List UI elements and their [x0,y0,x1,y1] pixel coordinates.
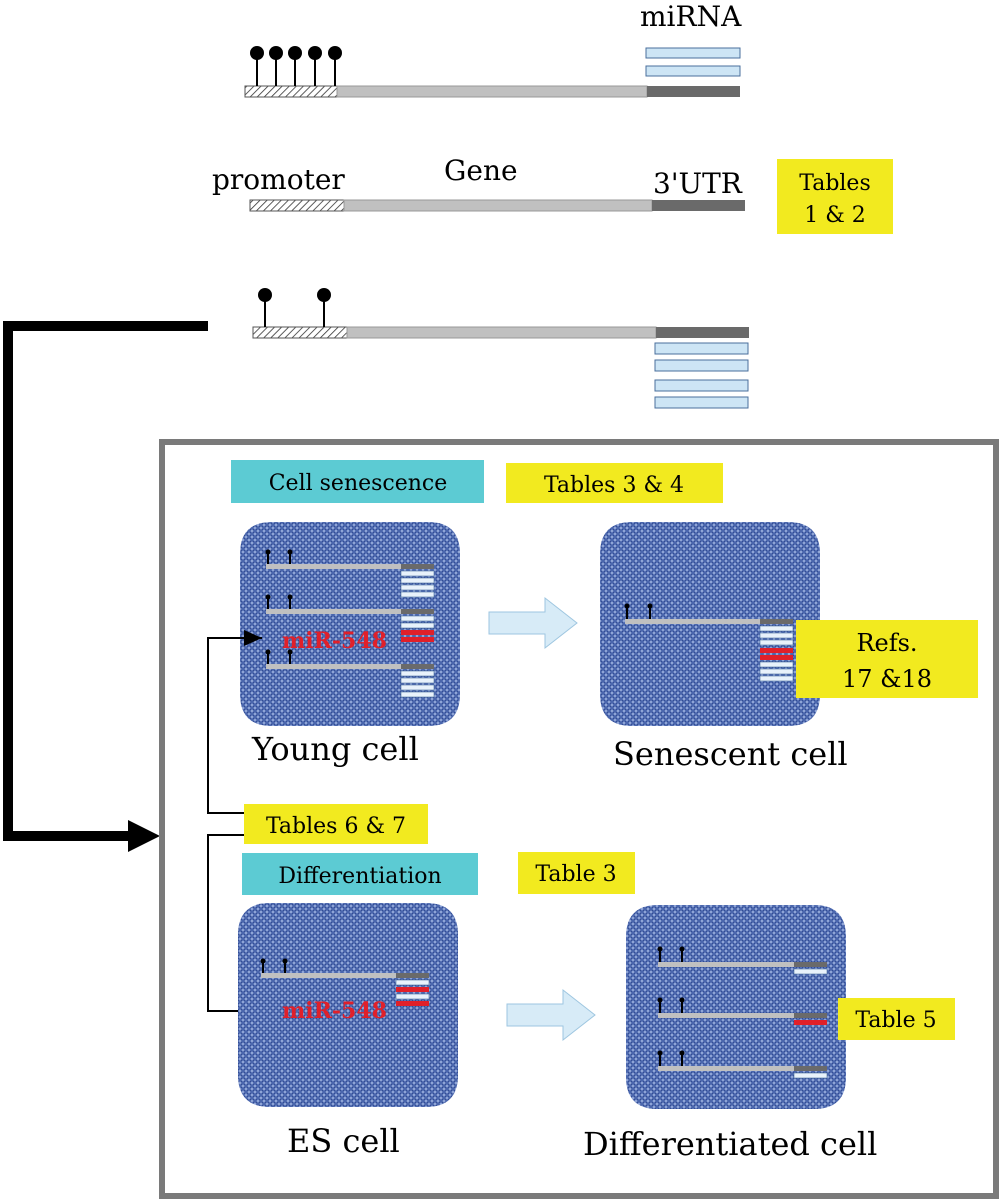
gene-methylated-light [252,288,749,409]
methylation-marks [250,46,342,86]
mirna-bar [645,47,741,59]
promoter-label: promoter [212,163,345,196]
tag-text: Table 3 [535,862,616,887]
mirna-bar [654,342,749,355]
cell-gene-row [265,549,435,598]
cell-gene-row [265,649,435,698]
tag-text: Tables 3 & 4 [544,473,684,498]
tag-text-line2: 1 & 2 [804,203,866,228]
differentiated-cell [626,905,846,1109]
gene-body [346,326,657,339]
gene-body [336,85,648,98]
tag-text-line1: Tables [799,171,871,196]
tag-text-line2: 17 &18 [842,665,932,693]
gene-reference: promoter Gene 3'UTR Tables 1 & 2 [212,154,893,234]
promoter-region [249,199,345,212]
young-cell-label: Young cell [251,730,419,768]
promoter-region [252,326,348,339]
promoter-region [244,85,338,98]
differentiated-cell-label: Differentiated cell [583,1125,877,1163]
utr-region [656,327,749,338]
cell-gene-row [657,1050,828,1079]
cell-gene-row [265,594,435,642]
tag-cell-senescence: Cell senescence [231,460,484,503]
young-cell: miR-548 [240,522,460,726]
tag-tables-3-4: Tables 3 & 4 [506,463,723,503]
transition-arrow [506,988,596,1042]
tag-text-line1: Refs. [856,629,917,657]
connector-arrowhead [128,820,160,852]
tag-text: Table 5 [855,1008,936,1033]
link-to-young-mir548 [207,630,262,814]
tag-refs: Refs. 17 &18 [796,620,978,698]
mirna-bar [654,379,749,392]
cell-gene-row [624,603,794,682]
mirna-bar [654,359,749,372]
tag-table-3: Table 3 [518,852,635,894]
senescent-cell [600,522,820,726]
es-cell-label: ES cell [287,1122,400,1160]
cell-gene-row [260,958,430,1006]
tag-table-5: Table 5 [838,998,955,1040]
gene-label: Gene [444,154,518,187]
mirna-bar [645,65,741,77]
utr-region [652,200,745,211]
connector-arrow [3,321,208,841]
methylation-marks [258,288,331,327]
mir548-label: miR-548 [282,998,387,1024]
mirna-label: miRNA [640,0,742,33]
cell-gene-row [657,946,828,975]
mirna-bar [654,396,749,409]
senescent-cell-label: Senescent cell [613,735,848,773]
tag-differentiation: Differentiation [242,853,478,895]
tag-text: Differentiation [278,864,441,889]
tag-text: Tables 6 & 7 [266,814,406,839]
utr-label: 3'UTR [653,167,743,200]
mir548-label: miR-548 [282,628,387,654]
transition-arrow [488,596,578,650]
cell-gene-row [657,997,827,1025]
tag-tables-1-2: Tables 1 & 2 [777,159,893,234]
gene-body [343,199,653,212]
tag-text: Cell senescence [269,471,448,496]
gene-methylated-heavy: miRNA [244,0,742,98]
utr-region [647,86,740,97]
tag-tables-6-7: Tables 6 & 7 [244,804,428,844]
es-cell: miR-548 [238,903,458,1107]
